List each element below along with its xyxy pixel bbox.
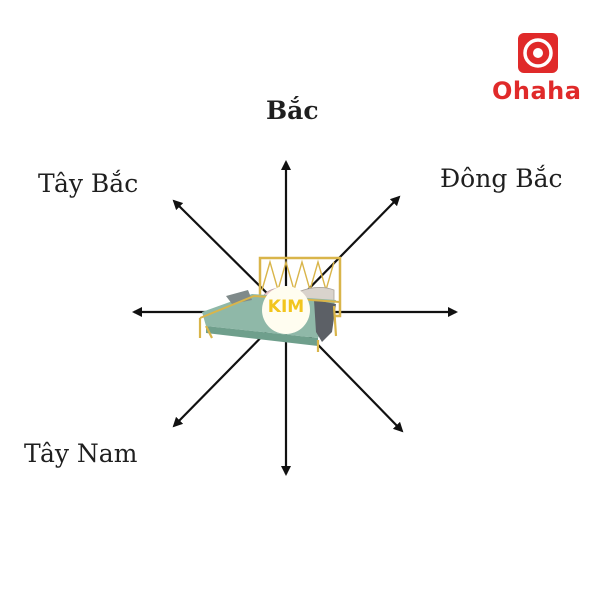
element-label: KIM: [267, 297, 305, 317]
target-logo-icon: [518, 33, 558, 73]
label-southwest: Tây Nam: [24, 439, 138, 468]
label-northeast: Đông Bắc: [440, 164, 563, 193]
element-circle: [262, 286, 310, 334]
label-northwest: Tây Bắc: [38, 169, 139, 198]
brand-name: Ohaha: [492, 77, 582, 105]
label-north: Bắc: [266, 96, 319, 125]
brand-logo: Ohaha: [488, 30, 588, 110]
